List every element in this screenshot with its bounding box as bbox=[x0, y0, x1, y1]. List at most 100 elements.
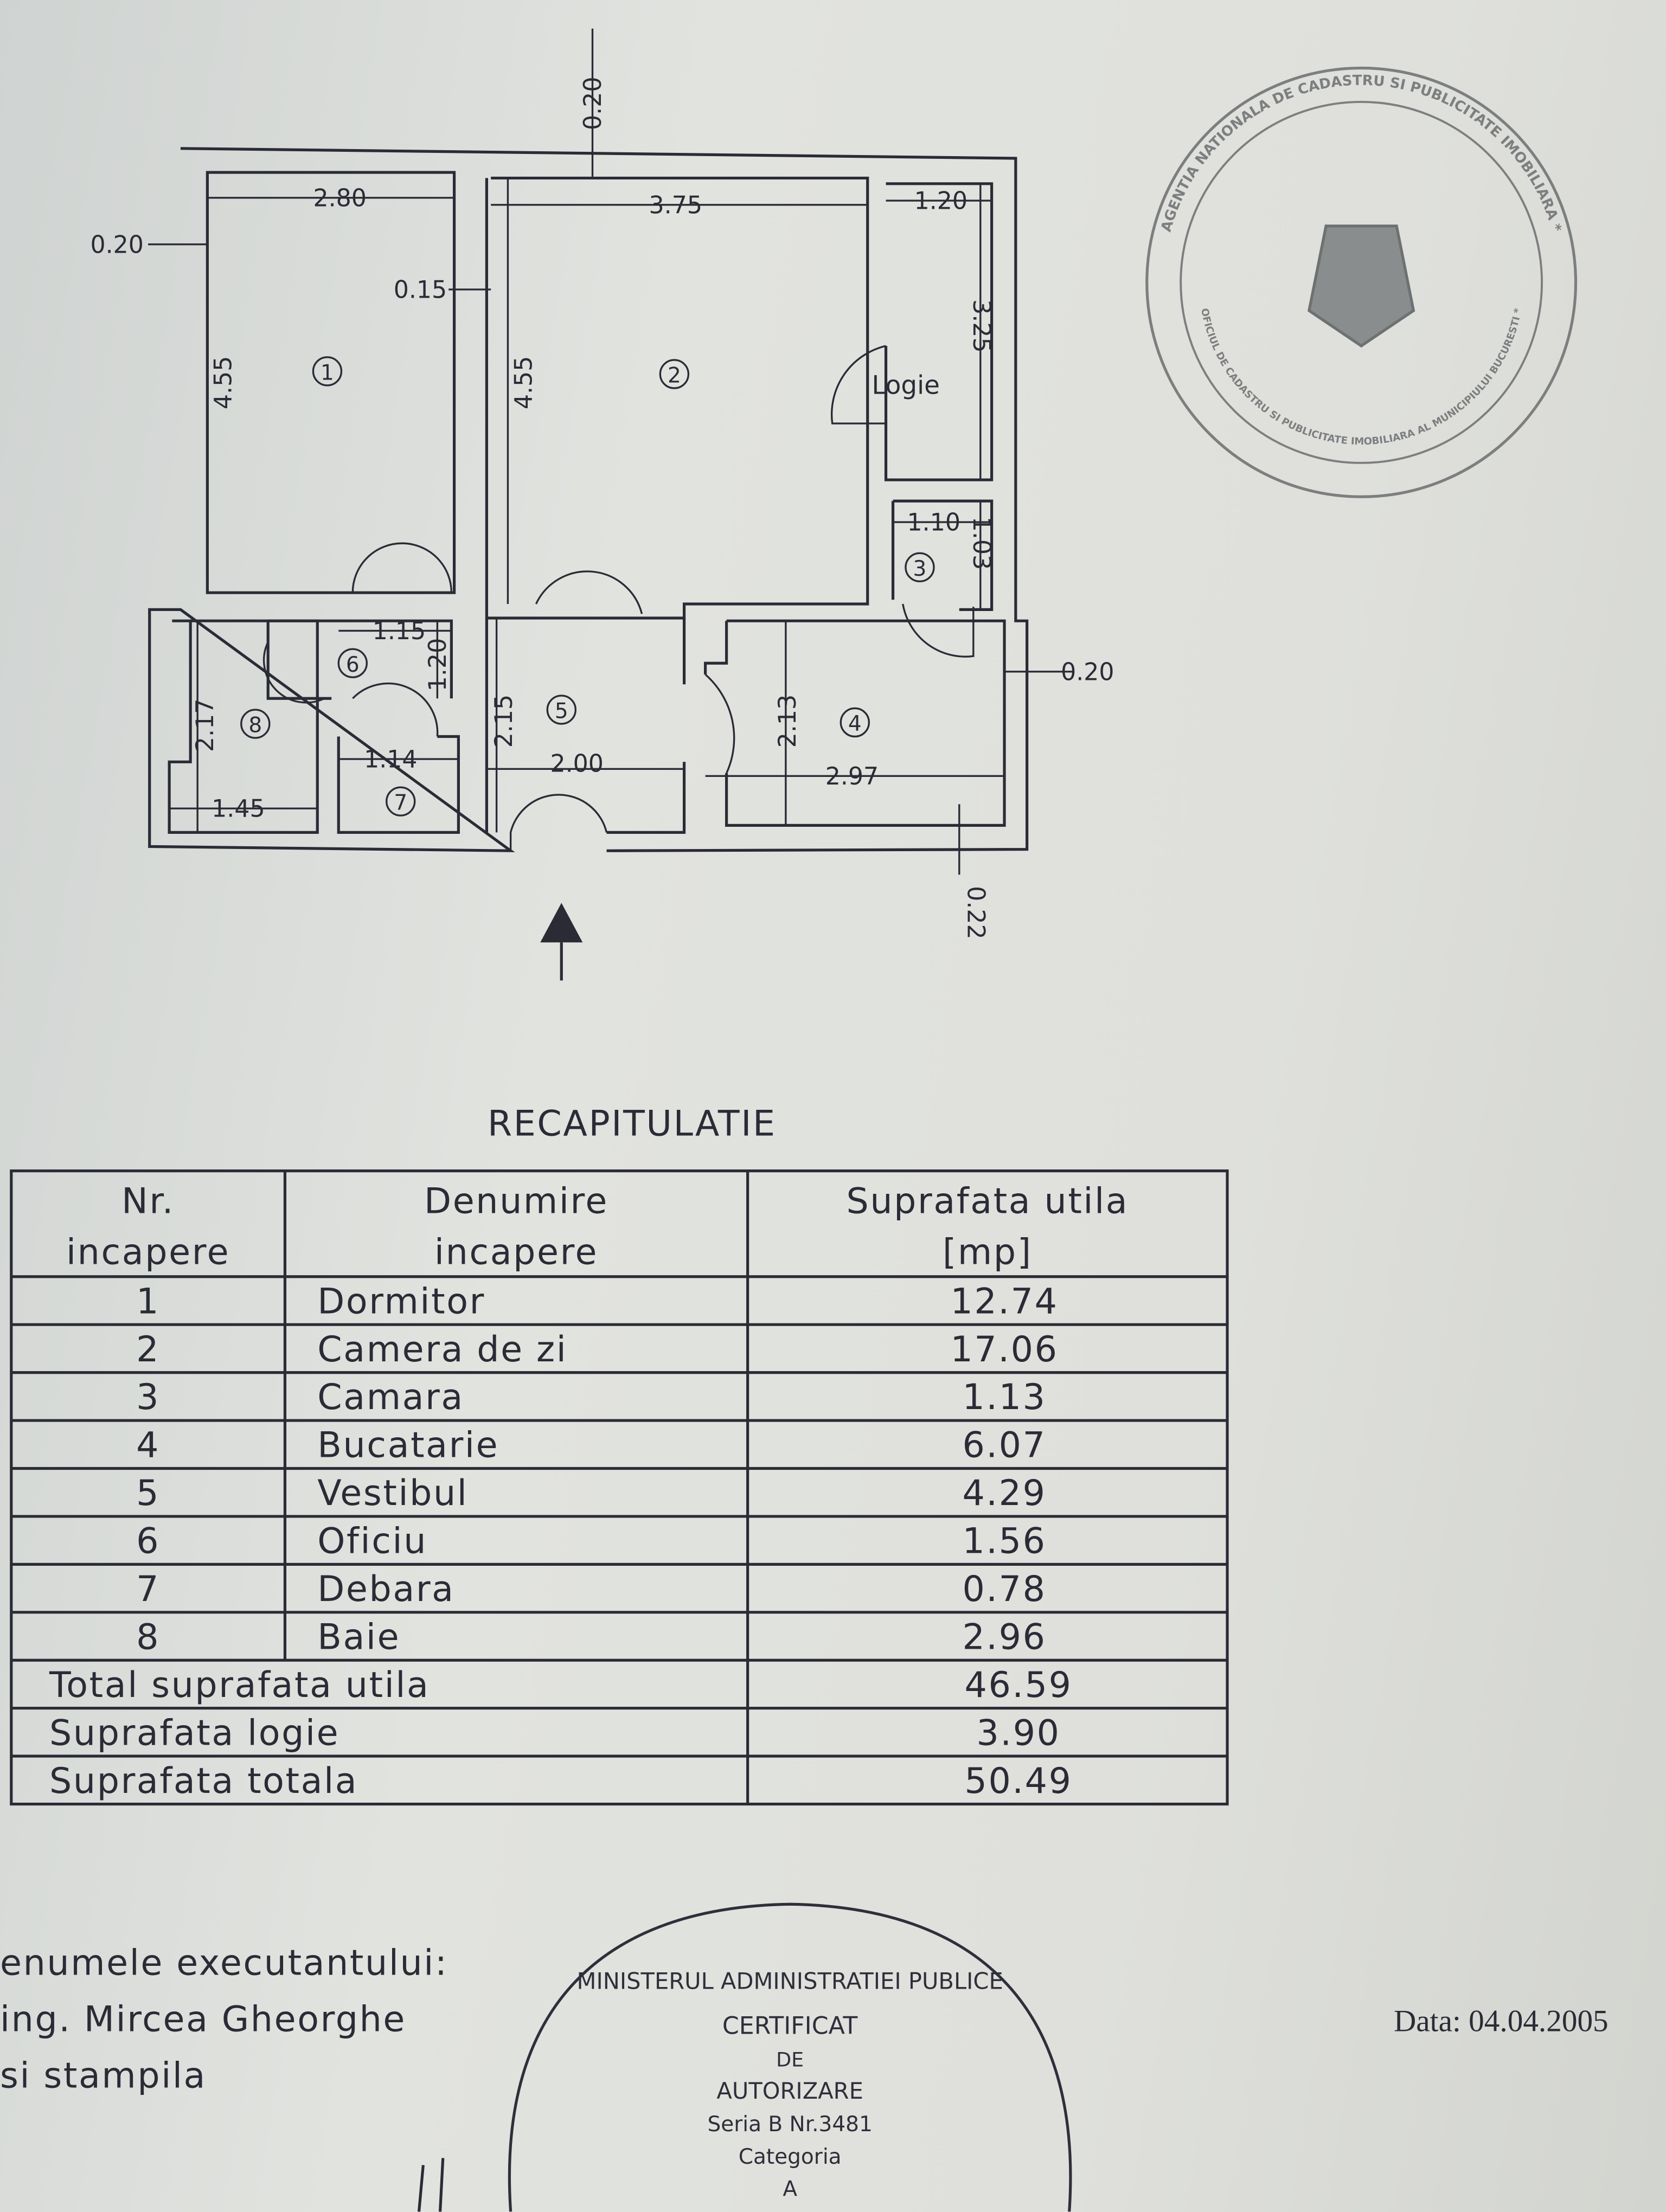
logie-wall bbox=[884, 182, 994, 481]
room-nr: 5 bbox=[136, 1473, 160, 1514]
total-area: 50.49 bbox=[964, 1761, 1072, 1802]
certificate-stamp-line: DE bbox=[776, 2048, 804, 2071]
room-area: 6.07 bbox=[962, 1425, 1046, 1466]
room-number-3: 3 bbox=[913, 557, 927, 581]
door-swing bbox=[902, 603, 975, 658]
certificate-stamp-line: Seria B Nr.3481 bbox=[707, 2112, 872, 2137]
dim-room4-width: 2.97 bbox=[825, 763, 879, 790]
room-nr: 8 bbox=[136, 1617, 160, 1657]
total-label: Total suprafata utila bbox=[49, 1665, 430, 1706]
dim-room2-depth: 4.55 bbox=[510, 356, 538, 409]
table-header: Nr. incapere Denumire incapere Suprafata… bbox=[66, 1181, 1129, 1273]
cadastre-stamp: AGENTIA NATIONALA DE CADASTRU SI PUBLICI… bbox=[1145, 66, 1578, 498]
dim-room6-width: 1.15 bbox=[373, 618, 426, 645]
dim-room5-depth: 2.15 bbox=[490, 695, 518, 748]
door-swing bbox=[704, 673, 735, 774]
cadastre-stamp-outer-text: AGENTIA NATIONALA DE CADASTRU SI PUBLICI… bbox=[1158, 73, 1565, 234]
dim-room2-width: 3.75 bbox=[649, 191, 702, 219]
room-nr: 2 bbox=[136, 1329, 160, 1370]
table-title: RECAPITULATIE bbox=[488, 1104, 777, 1144]
dim-room8-width: 1.45 bbox=[212, 795, 265, 823]
coat-of-arms-icon bbox=[1308, 224, 1415, 348]
room-number-1: 1 bbox=[321, 361, 334, 385]
signature bbox=[417, 2158, 445, 2212]
dim-room4-depth: 2.13 bbox=[774, 695, 802, 748]
certificate-stamp-line: A bbox=[783, 2177, 797, 2202]
total-area: 46.59 bbox=[964, 1665, 1072, 1706]
total-area: 3.90 bbox=[976, 1713, 1060, 1753]
room-area: 17.06 bbox=[950, 1329, 1058, 1370]
stamp-label: si stampila bbox=[0, 2055, 207, 2096]
certificate-stamp-line: CERTIFICAT bbox=[722, 2012, 858, 2040]
dim-bottom-wall: 0.22 bbox=[962, 886, 989, 939]
header-nr: Nr. bbox=[121, 1181, 175, 1222]
dim-room1-depth: 4.55 bbox=[210, 356, 238, 409]
dim-partition: 0.15 bbox=[394, 276, 447, 304]
executant-label: enumele executantului: bbox=[0, 1943, 448, 1983]
dim-room8-depth: 2.17 bbox=[191, 699, 219, 752]
dim-room6-depth: 1.20 bbox=[424, 638, 452, 691]
table-row: 1 Dormitor 12.74 bbox=[136, 1281, 1058, 1322]
room-name: Debara bbox=[317, 1569, 454, 1610]
table-row: 4 Bucatarie 6.07 bbox=[136, 1425, 1046, 1466]
room-name: Bucatarie bbox=[317, 1425, 499, 1466]
recap-table bbox=[10, 1169, 1229, 1806]
door-swing bbox=[535, 570, 643, 614]
room4-wall bbox=[703, 619, 1006, 827]
room-name: Vestibul bbox=[317, 1473, 468, 1514]
table-row: 3 Camara 1.13 bbox=[136, 1377, 1046, 1418]
document-date: Data: 04.04.2005 bbox=[1394, 2004, 1609, 2038]
entrance-arrow-icon bbox=[540, 903, 583, 981]
room3-wall bbox=[891, 499, 994, 611]
room-name: Baie bbox=[317, 1617, 400, 1657]
room-number-2: 2 bbox=[668, 364, 681, 388]
door-swing bbox=[351, 542, 453, 593]
room8-wall bbox=[168, 619, 319, 834]
header-nr-2: incapere bbox=[66, 1232, 230, 1272]
room-area: 0.78 bbox=[962, 1569, 1046, 1610]
table-row: 7 Debara 0.78 bbox=[136, 1569, 1046, 1610]
room-area: 12.74 bbox=[950, 1281, 1058, 1322]
dim-room7-width: 1.14 bbox=[364, 746, 417, 774]
dim-top-wall: 0.20 bbox=[579, 77, 607, 130]
room-area: 2.96 bbox=[962, 1617, 1046, 1657]
room-number-5: 5 bbox=[555, 699, 568, 724]
certificate-stamp-outer-text: MINISTERUL ADMINISTRATIEI PUBLICE bbox=[577, 1967, 1003, 1994]
certificate-stamp-line: AUTORIZARE bbox=[716, 2078, 863, 2104]
total-row: Suprafata totala 50.49 bbox=[49, 1761, 1072, 1802]
room-nr: 3 bbox=[136, 1377, 160, 1418]
header-area-unit: [mp] bbox=[943, 1232, 1033, 1272]
dim-room3-width: 1.10 bbox=[907, 509, 960, 537]
dim-logie-width: 1.20 bbox=[914, 188, 967, 215]
door-swing bbox=[830, 345, 886, 425]
executant-name: ing. Mircea Gheorghe bbox=[0, 1999, 406, 2040]
room-name: Dormitor bbox=[317, 1281, 485, 1322]
dim-left-wall: 0.20 bbox=[90, 231, 143, 259]
table-row: 8 Baie 2.96 bbox=[136, 1617, 1046, 1657]
dimension-lines bbox=[148, 28, 1072, 875]
dim-room1-width: 2.80 bbox=[313, 184, 366, 212]
room-area: 1.13 bbox=[962, 1377, 1046, 1418]
door-swing bbox=[352, 682, 439, 737]
header-area: Suprafata utila bbox=[846, 1181, 1129, 1222]
room-number-8: 8 bbox=[248, 713, 262, 738]
room-nr: 1 bbox=[136, 1281, 160, 1322]
room7-wall bbox=[337, 735, 460, 834]
room-name: Camara bbox=[317, 1377, 464, 1418]
dim-room3-depth: 1.03 bbox=[967, 517, 995, 570]
room-nr: 4 bbox=[136, 1425, 160, 1466]
total-label: Suprafata totala bbox=[49, 1761, 358, 1802]
outer-wall bbox=[148, 147, 1029, 852]
header-name: Denumire bbox=[424, 1181, 608, 1222]
room-name: Oficiu bbox=[317, 1521, 427, 1562]
floor-plan: 0.20 2.80 3.75 1.20 0.20 0.15 4.55 4.55 … bbox=[90, 28, 1114, 981]
room-nr: 7 bbox=[136, 1569, 160, 1610]
room5-wall bbox=[485, 618, 686, 834]
room2-wall bbox=[485, 176, 869, 620]
dim-right-wall: 0.20 bbox=[1061, 658, 1114, 686]
entrance-door-swing bbox=[509, 794, 608, 851]
